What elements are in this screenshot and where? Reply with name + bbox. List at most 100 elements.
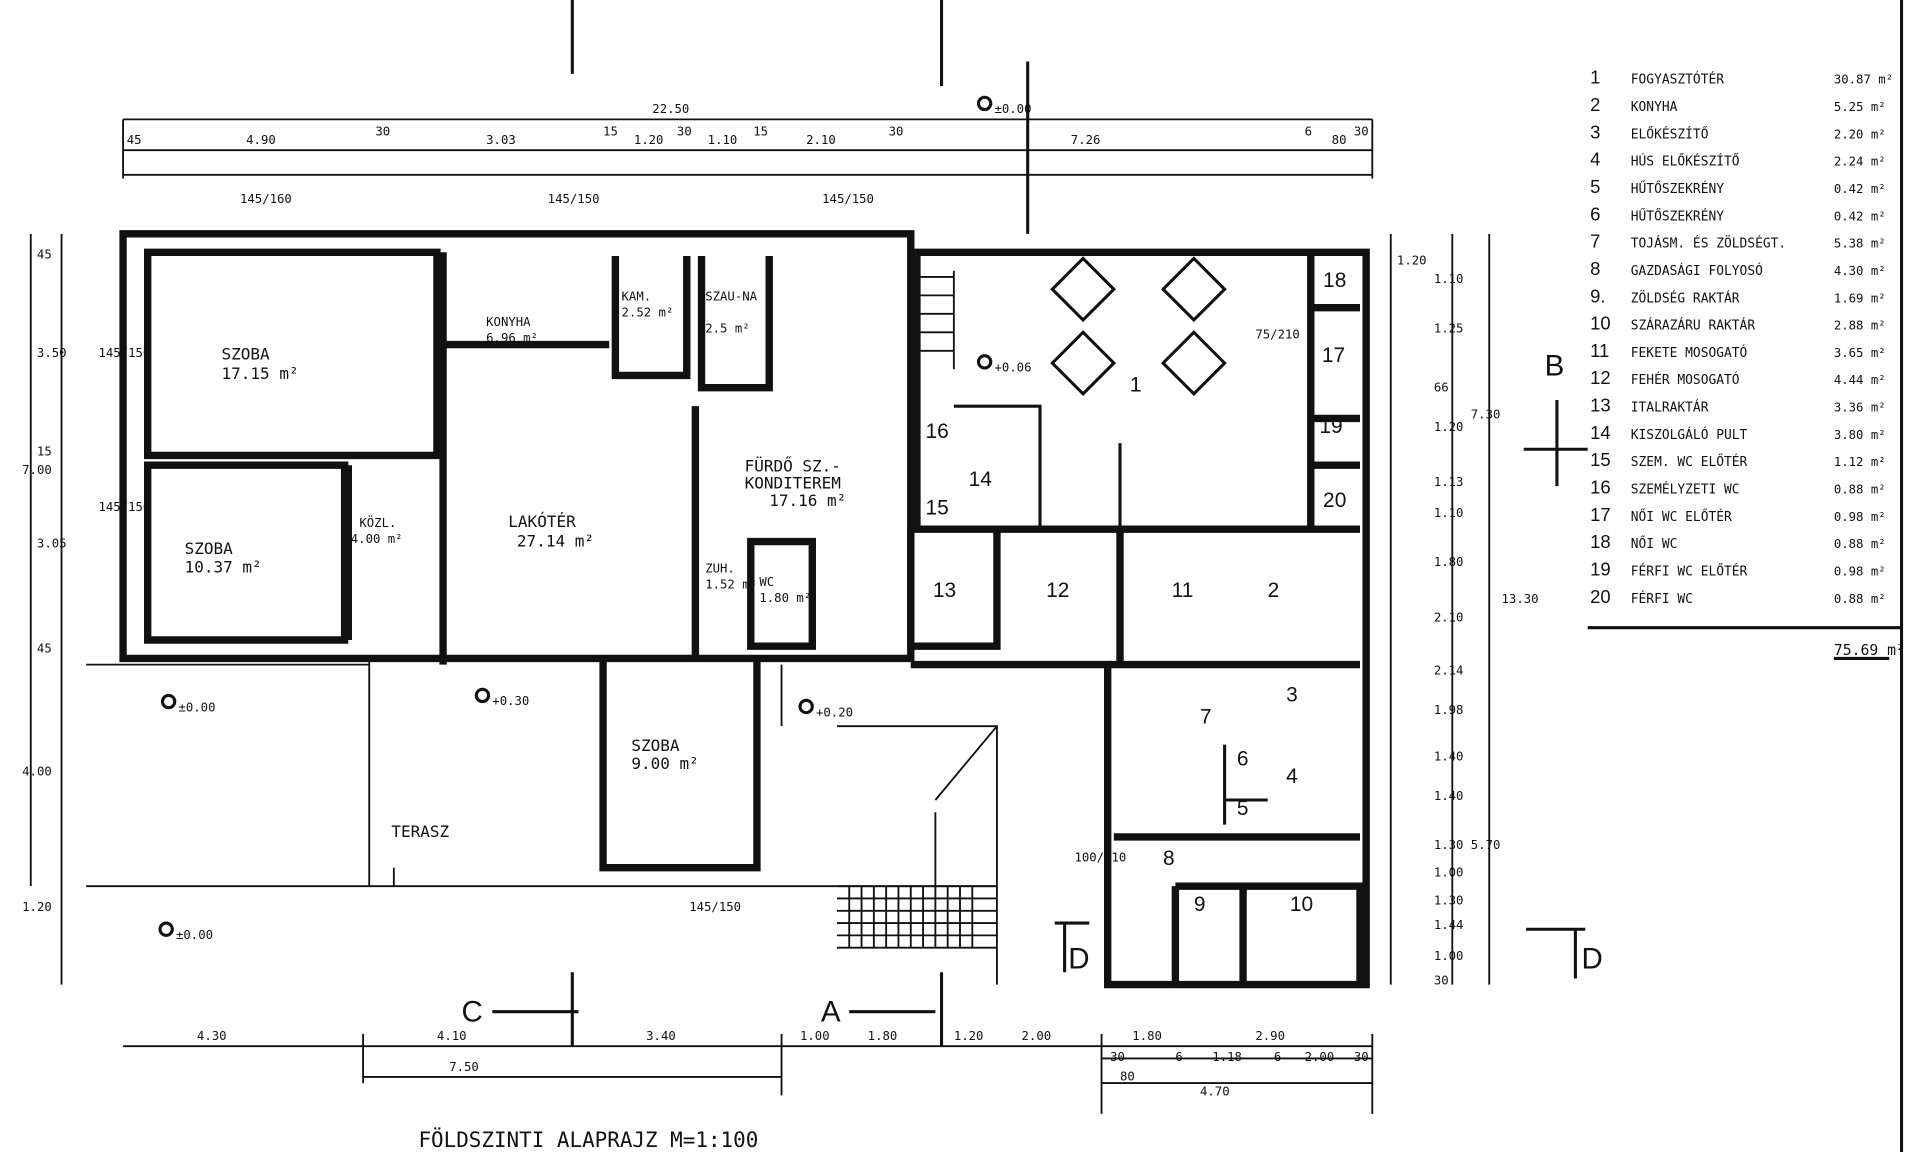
room-kozl-name: KÖZL. [359,514,396,530]
level-label: +0.20 [816,705,853,719]
legend-item-area: 0.42 m² [1834,182,1886,196]
dimension-left: 1.20 [22,900,52,914]
dimension-bottom: 2.00 [1305,1050,1335,1064]
room-zuh-area: 1.52 m² [705,577,757,591]
dimension-left: 45 [37,641,52,655]
legend-item-number: 7 [1590,231,1600,252]
legend-item-area: 2.88 m² [1834,319,1886,333]
room-szoba-area: 9.00 m² [631,754,698,773]
room-terasz-name: TERASZ [391,822,449,841]
room-szauna-name: SZAU-NA [705,289,757,303]
legend-item-name: SZEM. WC ELŐTÉR [1631,454,1748,470]
dimension-right: 1.30 [1434,894,1464,908]
dimension-openings: 145/150 [822,192,874,206]
dimension-bottom: 1.18 [1212,1050,1242,1064]
dimension-bottom: 6 [1274,1050,1281,1064]
room-number: 12 [1046,579,1069,602]
legend-item-name: GAZDASÁGI FOLYOSÓ [1631,263,1763,279]
dimension-right: 1.00 [1434,865,1464,879]
level-marker-icon [976,354,993,370]
level-marker-icon [976,95,993,112]
dimension-openings: 75/210 [1255,327,1299,341]
legend-item-number: 20 [1590,586,1611,607]
legend-item-name: FÉRFI WC ELŐTÉR [1631,564,1748,580]
legend-item-area: 0.88 m² [1834,537,1886,551]
legend-item-number: 5 [1590,176,1600,197]
room-number: 16 [926,420,949,443]
dimension-right: 1.40 [1434,750,1464,764]
dimension-openings: 145/150 [98,500,150,514]
dimension-bottom: 1.80 [868,1029,898,1043]
room-number: 4 [1286,765,1298,788]
legend-item-number: 11 [1590,340,1609,361]
legend-item-name: ZÖLDSÉG RAKTÁR [1631,289,1740,306]
legend-item-area: 5.25 m² [1834,100,1886,114]
room-number: 17 [1322,344,1345,367]
legend-item-name: FEKETE MOSOGATÓ [1631,345,1748,361]
room-number: 14 [969,468,993,491]
dimension-top: 3.03 [486,133,516,147]
stair [836,725,998,949]
room-number: 15 [926,496,949,519]
legend-item-area: 0.42 m² [1834,209,1886,223]
level-marker-icon [158,921,174,937]
dimension-top: 30 [1354,124,1369,138]
room-number: 18 [1323,269,1346,292]
dimension-right: 30 [1434,974,1449,988]
section-a-label: A [821,996,841,1029]
legend-item-number: 18 [1590,531,1611,552]
dimension-top: 1.20 [634,133,664,147]
room-furdo-name2: KONDITEREM [745,474,841,493]
dimension-right: 1.20 [1434,420,1464,434]
dimension-top: 2.10 [806,133,836,147]
room-number: 6 [1237,748,1249,771]
dimension-right: 2.14 [1434,663,1464,677]
dimension-top: 30 [375,124,390,138]
dimension-openings: 145/160 [240,192,292,206]
legend-item-number: 1 [1590,67,1600,88]
legend-item-name: FÉRFI WC [1631,591,1693,607]
dimension-top: 7.26 [1071,133,1101,147]
section-d-label: D [1582,943,1603,976]
dimension-openings: 145/150 [689,900,741,914]
room-szauna-area: 2.5 m² [705,321,749,335]
dimension-bottom: 80 [1120,1070,1135,1084]
legend-item-name: KISZOLGÁLÓ PULT [1631,427,1748,443]
dimension-lines [29,0,1491,1114]
dimension-left: 3.05 [37,537,67,551]
room-number: 2 [1268,579,1280,602]
level-label: ±0.00 [176,928,213,942]
dimension-right: 1.25 [1434,321,1464,335]
legend-item-area: 3.80 m² [1834,428,1886,442]
legend-item-area: 4.44 m² [1834,373,1886,387]
dimension-top: 6 [1305,124,1312,138]
level-marker-icon [474,687,491,704]
room-number: 19 [1319,415,1342,438]
dimension-bottom: 6 [1175,1050,1182,1064]
dimension-right: 66 [1434,380,1449,394]
room-number: 9 [1194,893,1206,916]
room-number: 20 [1323,489,1346,512]
dimension-left: 7.00 [22,463,52,477]
legend-item-number: 15 [1590,449,1611,470]
legend-item-number: 3 [1590,121,1600,142]
dimension-right: 7.30 [1471,407,1501,421]
legend-item-number: 6 [1590,203,1600,224]
dimension-bottom: 4.10 [437,1029,467,1043]
legend-item-area: 30.87 m² [1834,73,1893,87]
dimension-left: 4.00 [22,764,52,778]
room-number: 7 [1200,706,1212,729]
level-label: ±0.00 [994,102,1031,116]
room-szoba-name: SZOBA [222,344,271,363]
room-szoba-area: 10.37 m² [185,557,262,576]
dimension-right: 2.10 [1434,611,1464,625]
dimension-right: 1.80 [1434,555,1464,569]
drawing-title: FÖLDSZINTI ALAPRAJZ M=1:100 [418,1127,758,1152]
dimension-right: 1.00 [1434,949,1464,963]
legend-item-area: 2.20 m² [1834,127,1886,141]
legend-item-area: 2.24 m² [1834,155,1886,169]
dimension-right: 5.70 [1471,838,1501,852]
dimension-right: 1.98 [1434,703,1464,717]
room-konyha-name: KONYHA [486,315,531,329]
